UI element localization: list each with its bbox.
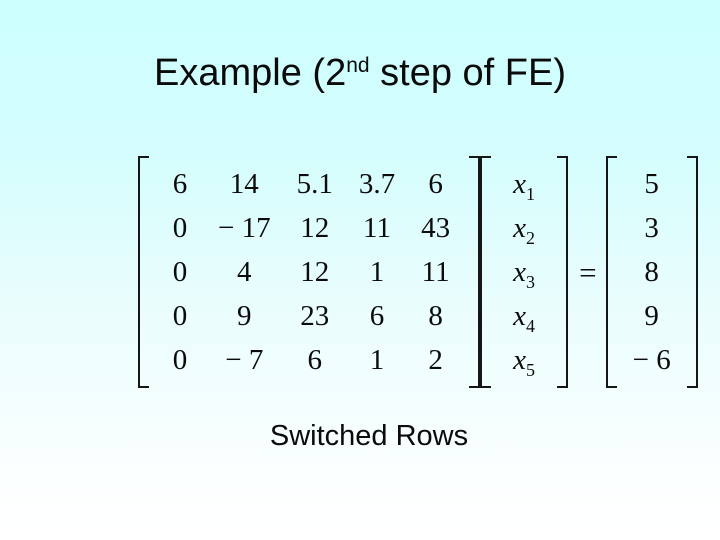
unknown-x3: x3 <box>513 256 536 292</box>
unknown-x2: x2 <box>513 212 536 248</box>
matrix-cell: 3.7 <box>358 168 396 200</box>
right-bracket <box>686 156 698 388</box>
rhs-vector: 5 3 8 9 − 6 <box>605 156 698 388</box>
slide-title-prefix: Example (2 <box>154 52 347 94</box>
left-bracket <box>480 156 492 388</box>
matrix-cell: 6 <box>428 168 443 200</box>
matrix-cell: 43 <box>421 212 451 244</box>
left-bracket <box>138 156 149 388</box>
matrix-cell: − 17 <box>218 212 271 244</box>
matrix-cell: 6 <box>172 168 188 200</box>
matrix-cell: − 7 <box>225 344 264 376</box>
unknown-x1: x1 <box>513 168 536 204</box>
matrix-cell: 12 <box>300 256 330 288</box>
equals-sign: = <box>579 254 597 290</box>
unknowns-vector-grid: x1 x2 x3 x4 x5 <box>491 156 557 388</box>
coefficient-matrix-grid: 6 14 5.1 3.7 6 0 − 17 12 11 43 0 4 12 1 … <box>149 156 469 388</box>
rhs-value: 5 <box>644 168 659 200</box>
coefficient-matrix: 6 14 5.1 3.7 6 0 − 17 12 11 43 0 4 12 1 … <box>138 156 481 388</box>
matrix-equation: 6 14 5.1 3.7 6 0 − 17 12 11 43 0 4 12 1 … <box>138 156 698 388</box>
rhs-value: 9 <box>644 300 659 332</box>
slide-title-superscript: nd <box>346 54 370 77</box>
matrix-cell: 14 <box>229 168 259 200</box>
unknown-x5: x5 <box>513 344 536 380</box>
matrix-cell: 4 <box>237 256 252 288</box>
matrix-cell: 5.1 <box>296 168 333 200</box>
matrix-cell: 0 <box>172 212 188 244</box>
left-bracket <box>605 156 617 388</box>
right-bracket <box>557 156 569 388</box>
matrix-cell: 1 <box>369 344 385 376</box>
rhs-value: 3 <box>644 212 659 244</box>
rhs-value: − 6 <box>632 344 671 376</box>
matrix-cell: 6 <box>369 300 385 332</box>
rhs-vector-grid: 5 3 8 9 − 6 <box>617 156 687 388</box>
unknowns-vector: x1 x2 x3 x4 x5 <box>480 156 569 388</box>
matrix-cell: 9 <box>237 300 252 332</box>
matrix-cell: 8 <box>428 300 443 332</box>
rhs-value: 8 <box>644 256 659 288</box>
matrix-cell: 6 <box>307 344 322 376</box>
matrix-cell: 1 <box>369 256 385 288</box>
slide-title-suffix: step of FE) <box>369 52 566 94</box>
right-bracket <box>469 156 481 388</box>
matrix-cell: 0 <box>172 256 188 288</box>
unknown-x4: x4 <box>513 300 536 336</box>
matrix-cell: 11 <box>421 256 450 288</box>
slide-title: Example (2nd step of FE) <box>0 52 720 95</box>
matrix-cell: 2 <box>428 344 443 376</box>
matrix-cell: 0 <box>172 300 188 332</box>
matrix-cell: 23 <box>300 300 330 332</box>
matrix-cell: 12 <box>300 212 330 244</box>
slide-caption: Switched Rows <box>269 420 469 452</box>
matrix-cell: 11 <box>363 212 391 244</box>
matrix-cell: 0 <box>172 344 188 376</box>
